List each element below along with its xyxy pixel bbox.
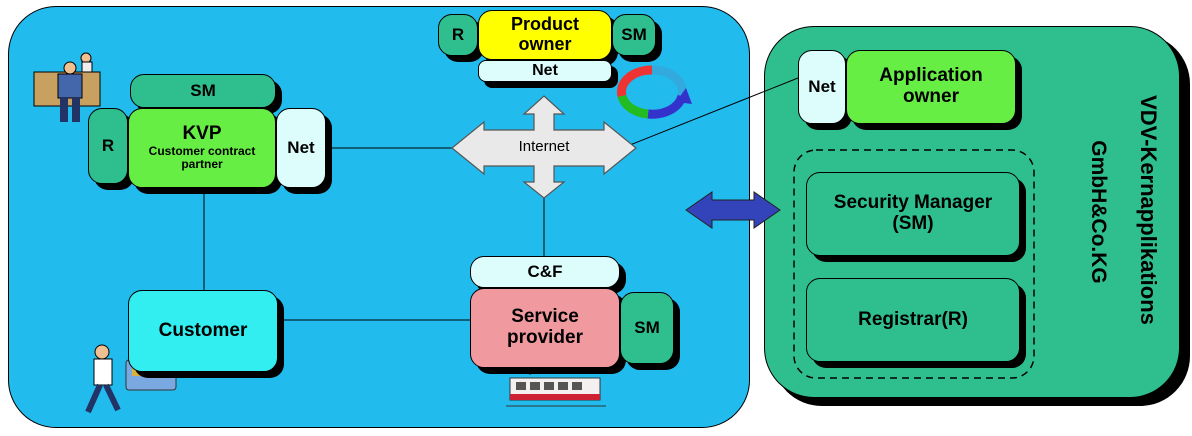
product-owner-title: Product owner [510,14,579,54]
sm-registrar-group [793,149,1035,379]
registrar-label: Registrar(R) [858,308,968,330]
kvp-sm-box[interactable]: SM [130,74,276,108]
service-provider-cf-box[interactable]: C&F [470,256,620,288]
app-owner-box[interactable]: Application owner [846,50,1016,124]
registrar-box[interactable]: Registrar(R) [806,278,1020,362]
kvp-r-box[interactable]: R [88,108,128,184]
product-owner-sm-label: SM [621,24,647,44]
internet-cross-arrow [451,95,637,199]
product-owner-net-label: Net [532,62,558,80]
security-manager-label: Security Manager (SM) [833,192,993,234]
vdv-title: VDV-Kernapplikations [1135,45,1161,375]
internet-appowner-line [629,77,799,146]
kvp-r-label: R [101,135,115,155]
product-owner-box[interactable]: Product owner [478,10,612,60]
product-owner-net-box[interactable]: Net [478,60,612,82]
kvp-net-box[interactable]: Net [276,108,326,188]
service-provider-cf-label: C&F [527,261,563,281]
product-owner-r-label: R [451,24,465,44]
kvp-box[interactable]: KVP Customer contract partner [128,108,276,188]
kvp-subtitle: Customer contract partner [148,144,256,172]
kvp-title: KVP [182,123,222,145]
kvp-sm-label: SM [190,80,216,100]
service-provider-sm-box[interactable]: SM [620,292,674,364]
product-owner-sm-box[interactable]: SM [612,14,656,56]
link-double-arrow [685,191,781,229]
security-manager-box[interactable]: Security Manager (SM) [806,172,1020,256]
product-owner-r-box[interactable]: R [438,14,478,56]
vdv-title-line1: VDV-Kernapplikations [1136,95,1161,325]
tram-icon [506,361,606,407]
service-provider-box[interactable]: Service provider [470,288,620,368]
customer-label: Customer [158,319,248,341]
service-provider-sm-label: SM [634,317,660,337]
service-provider-title: Service provider [506,306,584,348]
vdv-title-line2: GmbH&Co.KG [1087,140,1110,284]
app-owner-label: Application owner [879,65,983,107]
internet-label: Internet [518,138,570,155]
vdv-subtitle: GmbH&Co.KG [1086,82,1110,342]
app-owner-net-label: Net [808,76,836,96]
customer-box[interactable]: Customer [128,290,278,372]
kvp-net-label: Net [287,137,315,157]
counter-clerk-icon [33,52,101,122]
cycle-icon [617,65,692,119]
app-owner-net-box[interactable]: Net [798,50,846,124]
